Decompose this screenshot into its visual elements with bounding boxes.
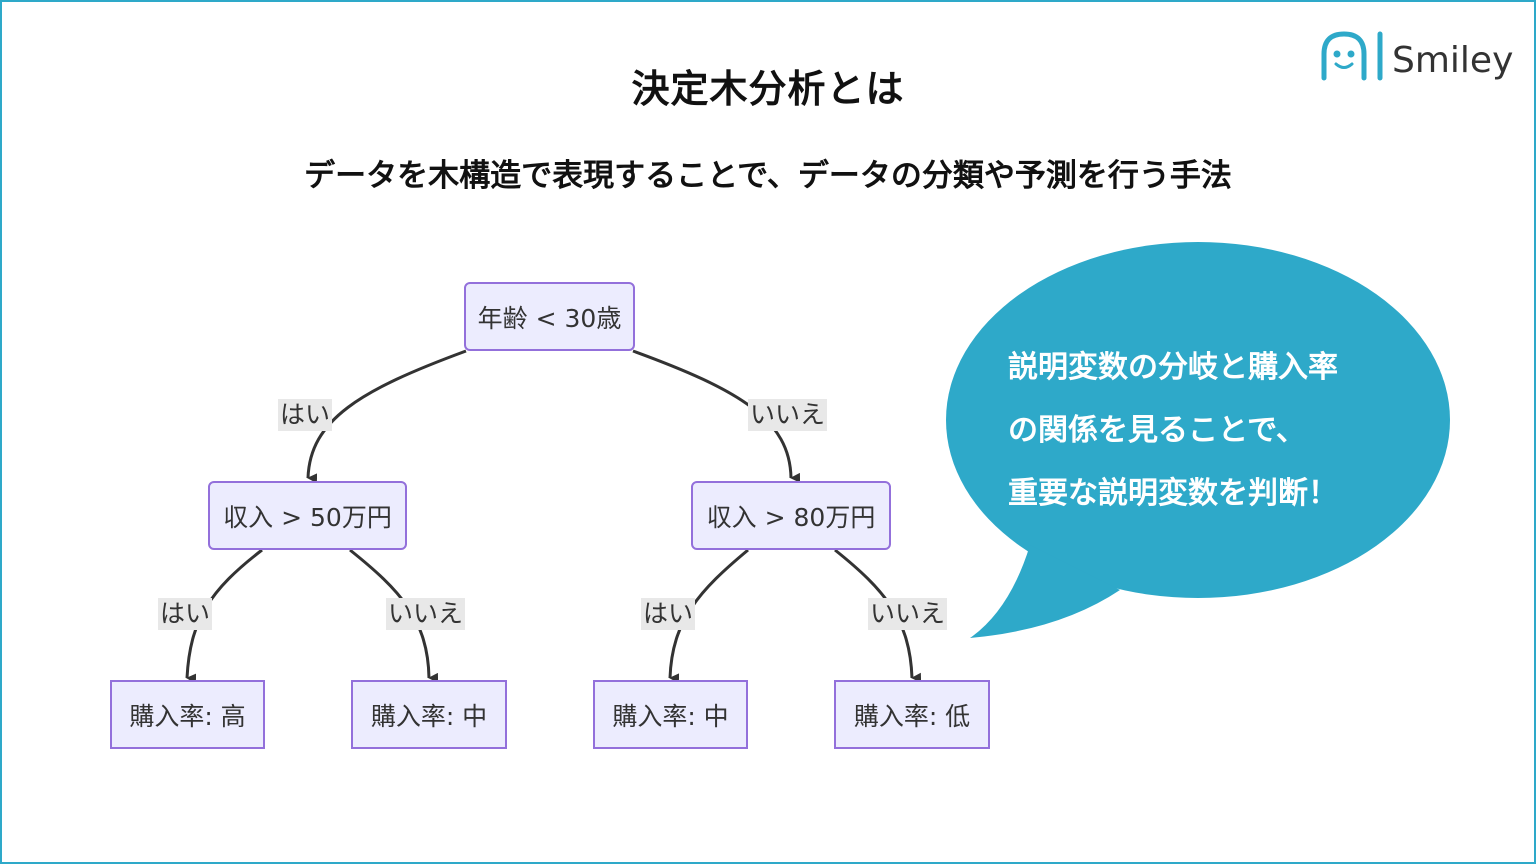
leaf-node: 購入率: 中 bbox=[351, 680, 507, 749]
speech-bubble bbox=[946, 242, 1450, 638]
bubble-line: の関係を見ることで、 bbox=[1008, 413, 1306, 448]
logo: Smiley bbox=[1316, 28, 1516, 86]
edge-label-yes: はい bbox=[278, 399, 333, 431]
page-title: 決定木分析とは bbox=[631, 67, 905, 111]
edge-label-no: いいえ bbox=[386, 598, 466, 630]
edge-root-left bbox=[306, 349, 467, 484]
edge-label-yes: はい bbox=[158, 598, 213, 630]
leaf-node: 購入率: 中 bbox=[593, 680, 748, 749]
bubble-line: 重要な説明変数を判断！ bbox=[1008, 476, 1338, 511]
bubble-text: 説明変数の分岐と購入率 の関係を見ることで、 重要な説明変数を判断！ bbox=[1008, 336, 1428, 525]
left-condition-node: 収入 > 50万円 bbox=[208, 481, 407, 550]
edge-label-no: いいえ bbox=[868, 598, 948, 630]
leaf-node: 購入率: 低 bbox=[834, 680, 990, 749]
edge-label-no: いいえ bbox=[748, 399, 828, 431]
root-node: 年齢 < 30歳 bbox=[464, 282, 635, 351]
right-condition-node: 収入 > 80万円 bbox=[691, 481, 891, 550]
leaf-node: 購入率: 高 bbox=[110, 680, 265, 749]
logo-text: Smiley bbox=[1392, 40, 1514, 81]
ai-logo-icon bbox=[1321, 31, 1383, 81]
bubble-line: 説明変数の分岐と購入率 bbox=[1008, 350, 1338, 385]
page-subtitle: データを木構造で表現することで、データの分類や予測を行う手法 bbox=[304, 158, 1232, 194]
edge-label-yes: はい bbox=[641, 598, 696, 630]
